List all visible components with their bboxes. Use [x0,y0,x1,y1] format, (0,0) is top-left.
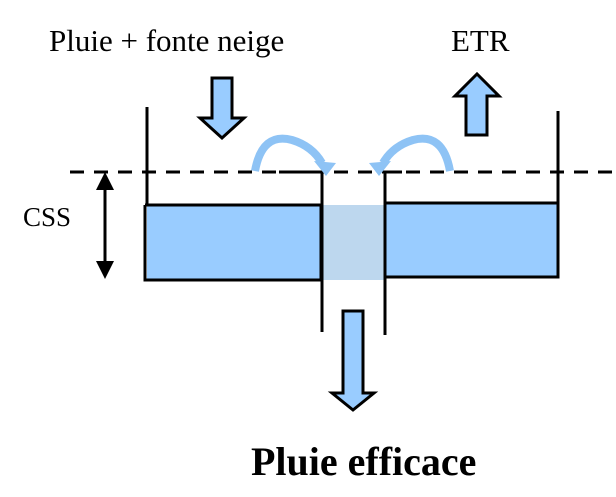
outflow-arrow-icon [451,71,503,137]
left-overflow-arrowhead-icon [314,161,336,176]
outflow-label: ETR [451,23,510,58]
storage-label: CSS [23,202,71,232]
right-water-storage [385,203,558,277]
output-label: Pluie efficace [251,439,476,484]
inflow-arrow-icon [196,76,248,141]
right-overflow-curved-arrow-icon [379,134,454,172]
right-reservoir-outline [385,111,560,279]
css-arrow-up-head-icon [96,172,114,190]
inflow-label: Pluie + fonte neige [49,23,284,58]
css-arrow-down-head-icon [96,261,114,279]
left-water-storage [147,205,320,280]
effective-rain-arrow-icon [327,309,379,412]
overflow-zone [322,205,384,280]
right-overflow-arrowhead-icon [369,161,391,176]
left-overflow-curved-arrow-icon [251,134,326,172]
